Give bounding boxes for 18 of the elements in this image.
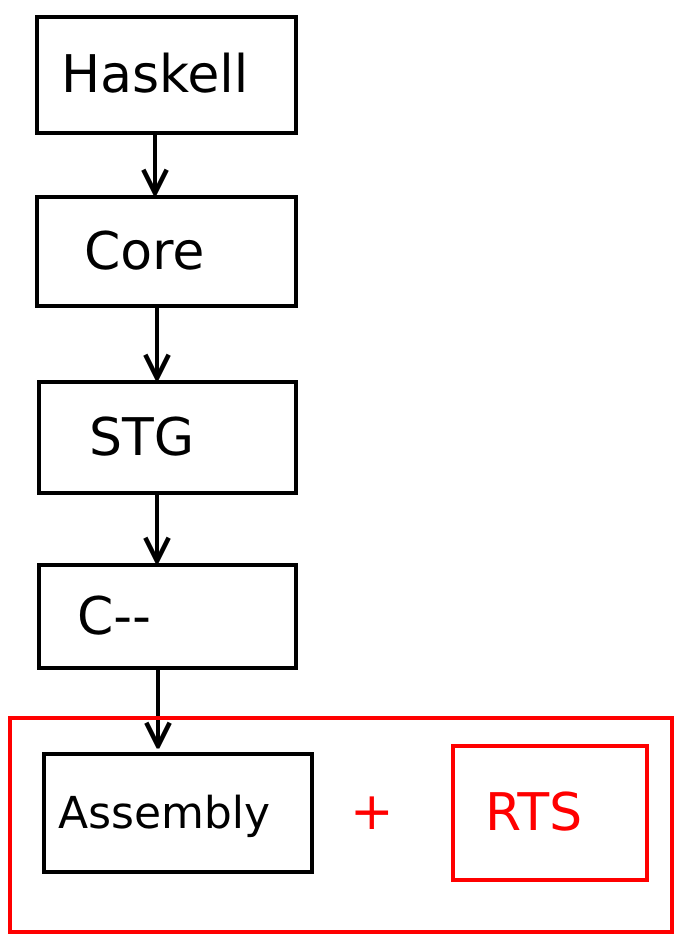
process-box xyxy=(35,15,298,135)
frame-box xyxy=(8,716,674,934)
node-label: Assembly xyxy=(58,788,270,838)
arrow xyxy=(141,135,169,196)
process-box xyxy=(42,752,314,874)
arrow xyxy=(143,495,171,564)
node-label: STG xyxy=(89,408,194,468)
process-box xyxy=(37,563,298,670)
node-label: RTS xyxy=(485,783,582,843)
arrow xyxy=(143,308,171,380)
arrow xyxy=(144,670,172,748)
node-label: Haskell xyxy=(61,45,248,105)
node-label: Core xyxy=(84,222,204,282)
process-box xyxy=(35,195,298,308)
process-box xyxy=(451,744,649,882)
process-box xyxy=(37,380,298,495)
plus-sign: + xyxy=(350,782,394,842)
node-label: C-- xyxy=(77,586,151,646)
